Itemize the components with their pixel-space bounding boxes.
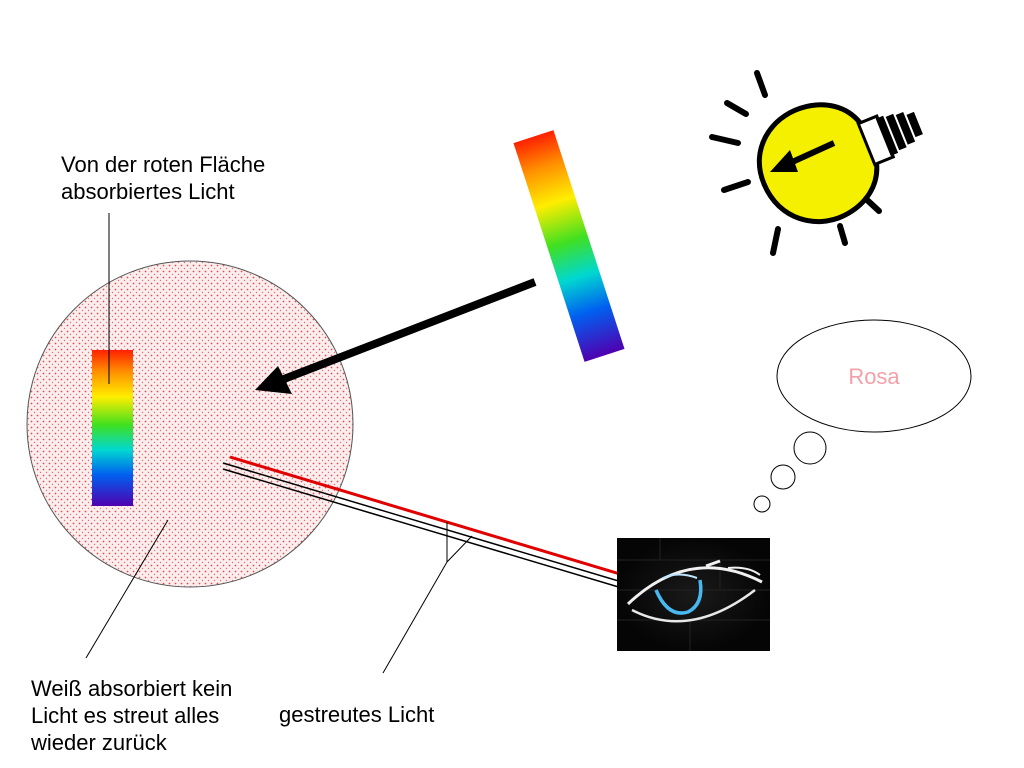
absorbed-label-line1: Von der roten Fläche	[61, 152, 266, 177]
light-bulb-icon	[709, 70, 923, 256]
scattered-light-ray	[222, 462, 633, 592]
absorbed-light-label: Von der roten Fläche absorbiertes Licht	[61, 151, 265, 205]
absorbed-label-line2: absorbiertes Licht	[61, 179, 235, 204]
white-label-line3: wieder zurück	[31, 730, 167, 755]
white-label-line1: Weiß absorbiert kein	[31, 676, 233, 701]
thought-bubble-text: Rosa	[848, 364, 900, 389]
incident-light-spectrum	[513, 130, 625, 362]
thought-bubble-icon	[753, 319, 972, 513]
white-label-line2: Licht es streut alles	[31, 703, 220, 728]
white-label-pointer	[85, 519, 169, 659]
absorbed-spectrum-bar	[92, 350, 133, 506]
scattered-label-pointer	[382, 561, 448, 674]
red-surface-disc	[26, 260, 354, 588]
scattered-label-pointer-tick2	[446, 535, 473, 563]
incident-light-arrow	[255, 278, 537, 394]
eye-icon	[617, 538, 770, 651]
white-surface-label: Weiß absorbiert kein Licht es streut all…	[31, 675, 232, 756]
scattered-light-label: gestreutes Licht	[279, 702, 435, 727]
